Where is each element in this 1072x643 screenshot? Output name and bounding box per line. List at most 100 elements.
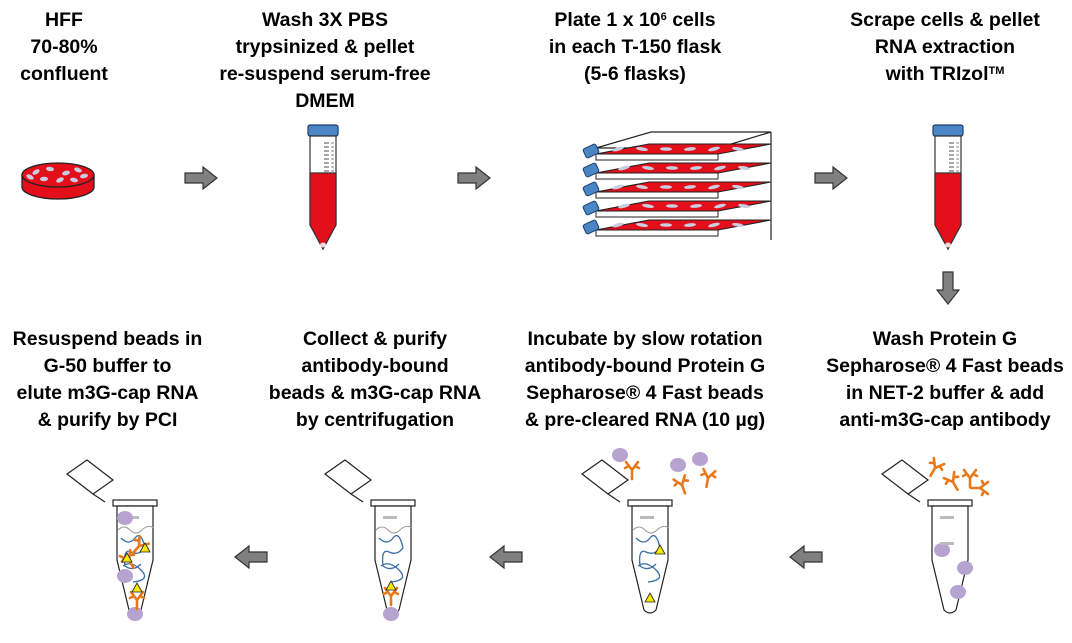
m3g-cap-icon [121,552,133,563]
liquid-surface [375,525,413,534]
cell-spot [612,184,624,190]
cell-spot [708,222,720,228]
step-6-line-3: Sepharose® 4 Fast beads [526,382,764,404]
step-8-label: Resuspend beads in G-50 buffer to elute … [0,326,215,434]
flask-layer [582,200,772,218]
step-8-line-4: & purify by PCI [37,409,178,431]
step-5-line-1: Wash Protein G [872,328,1018,350]
cell-spot [642,166,654,170]
step-3-label: Plate 1 x 106 cells in each T-150 flask … [520,7,750,88]
antibody-icon [969,479,990,497]
flask-cap [582,200,600,216]
cell-spot [732,222,744,228]
step-2-line-1: Wash 3X PBS [261,9,389,31]
conical-tube-icon-step2 [307,124,339,251]
arrow-shape [814,165,848,191]
cell-spot [636,185,648,189]
step-3-line-2: in each T-150 flask [548,36,722,58]
cell-spot [62,170,70,176]
step-4-trademark: TM [988,65,1005,77]
m3g-cap-icon [131,582,143,593]
cell-spot [708,146,720,152]
antibody-shape [623,460,641,481]
tube-cap [932,124,964,137]
step-4-line-3-text: with TRIzol [885,63,989,85]
step-3-line-1: Plate 1 x 106 cells [520,7,750,34]
flask-wall [595,153,719,161]
tube-lid [580,459,630,495]
microcentrifuge-tube-icon-step8 [65,459,158,621]
antibody-icon [700,467,717,489]
antibody-shape [942,470,960,492]
rna-strands [635,534,661,583]
arrow-step2-to-step3 [457,165,491,191]
arrow-step1-to-step2 [184,165,218,191]
cell-spot [642,204,654,208]
lid-hinge [607,493,621,503]
step-4-line-2: RNA extraction [874,36,1016,58]
tube-rim [927,499,973,507]
step-6-line-4: & pre-cleared RNA (10 µg) [524,409,766,431]
m3g-cap-icon [654,544,666,555]
lid-hinge [907,493,921,503]
microcentrifuge-tube-icon-step5 [880,459,973,614]
petri-dish-icon [21,162,95,200]
cell-spot [666,204,678,208]
microcentrifuge-tube-icon-step7 [323,459,416,621]
arrow-shape [489,544,523,570]
tube-lid [65,459,115,495]
cell-spot [618,203,630,209]
step-3-line-1-suffix: cells [666,9,716,31]
antibody-icon [382,586,400,607]
antibody-shape [672,474,690,495]
tube-marking [383,516,397,519]
antibody-shape [928,456,946,478]
flask-layer [582,181,772,199]
cell-spot [732,184,744,190]
cell-spot [708,184,720,190]
step-4-label: Scrape cells & pellet RNA extraction wit… [820,7,1070,88]
arrow-step3-to-step4 [814,165,848,191]
tube-marking [940,542,954,545]
step-2-line-4: DMEM [295,90,355,112]
antibody-shape [382,586,400,607]
cell-spot [660,147,672,151]
lid-hinge [92,493,106,503]
step-6-line-2: antibody-bound Protein G [524,355,766,377]
cell-spot [46,166,54,172]
arrow-step7-to-step8 [234,544,268,570]
step-4-line-3: with TRIzolTM [820,61,1070,88]
cell-spot [80,173,88,179]
cell-spot [26,174,34,180]
step-5-label: Wash Protein G Sepharose® 4 Fast beads i… [820,326,1070,434]
cell-spot [714,165,726,171]
m3g-cap-icon [139,542,151,553]
arrow-shape [935,271,961,305]
cell-spot [666,166,678,170]
tube-marking [640,516,654,519]
tube-body [374,505,412,614]
step-5-line-3: in NET-2 buffer & add [845,382,1045,404]
bead-icon [950,585,966,599]
rna-strands [378,534,404,583]
step-4-line-1: Scrape cells & pellet [850,9,1040,31]
antibody-shape [128,590,146,611]
step-7-line-4: by centrifugation [295,409,455,431]
step-8-line-1: Resuspend beads in [12,328,203,350]
pellet [320,242,326,248]
flask-wall [595,191,719,199]
arrow-step5-to-step6 [789,544,823,570]
cell-spot [732,146,744,152]
cell-spot [612,222,624,228]
bead-icon [383,607,399,621]
liquid-surface [632,525,670,534]
flask-cap [582,219,600,235]
cell-spot [32,169,40,175]
step-8-line-3: elute m3G-cap RNA [16,382,199,404]
cell-spot [690,204,702,208]
tube-lid [323,459,373,495]
tube-lid [880,459,930,495]
cell-spot [714,203,726,209]
step-1-line-3: confluent [20,63,108,85]
